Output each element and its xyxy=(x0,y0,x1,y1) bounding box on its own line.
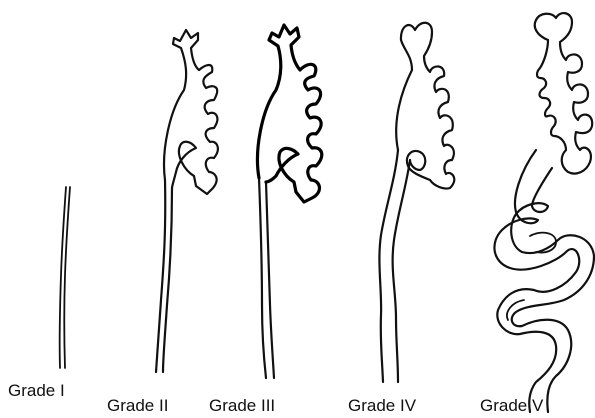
grade-3-ureter-right-wall xyxy=(266,182,274,378)
grade-3-drawing xyxy=(258,25,322,378)
grade-5-drawing xyxy=(494,13,594,412)
grade-2-drawing xyxy=(156,30,218,372)
grade-4-renal-pelvis-outline xyxy=(396,23,454,189)
grade-4-label: Grade IV xyxy=(348,396,417,415)
grade-4-ureter-right-wall xyxy=(393,160,410,382)
grade-5-ureter-outer-wall xyxy=(494,150,579,412)
grade-4-ureter-left-wall xyxy=(379,150,398,382)
grade-2-label: Grade II xyxy=(107,396,168,415)
grade-1-label: Grade I xyxy=(8,381,65,400)
grade-1-drawing xyxy=(60,187,70,368)
grade-3-renal-pelvis-outline xyxy=(258,25,322,202)
grade-5-label: Grade V xyxy=(480,396,544,415)
grade-1-ureter-right-wall xyxy=(64,187,70,368)
grade-3-ureter-left-wall xyxy=(259,178,266,378)
grade-3-label: Grade III xyxy=(209,396,275,415)
grade-4-drawing xyxy=(379,23,454,382)
grade-2-renal-pelvis-outline xyxy=(164,30,218,194)
grade-5-kidney-outline xyxy=(535,13,592,173)
